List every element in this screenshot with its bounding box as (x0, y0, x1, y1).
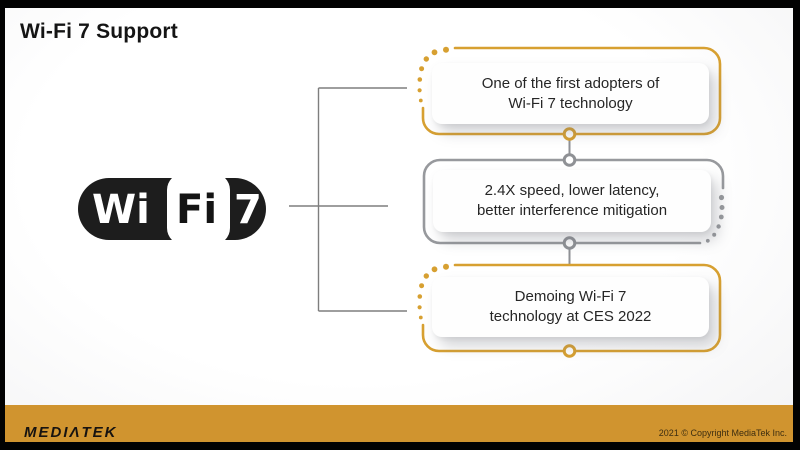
mediatek-logo: MEDIΛTEK (24, 424, 118, 441)
wifi-logo-bubble (167, 173, 230, 245)
callout-3-text-line-2: technology at CES 2022 (489, 308, 652, 325)
copyright-text: 2021 © Copyright MediaTek Inc. (658, 428, 787, 438)
wifi-logo-wi-text: Wi (92, 187, 150, 233)
callout-3-text-line-1: Demoing Wi-Fi 7 (514, 288, 627, 305)
callout-1-text-line-1: One of the first adopters of (481, 74, 660, 92)
frame-top-bar (0, 0, 800, 8)
callout-card-first-adopter: One of the first adopters of Wi-Fi 7 tec… (432, 63, 709, 124)
page-title: Wi-Fi 7 Support (20, 20, 178, 43)
wifi7-logo: Wi Fi 7 (78, 173, 266, 245)
frame-bottom-bar (0, 442, 800, 450)
callout-1-text-line-2: Wi-Fi 7 technology (508, 94, 633, 112)
wifi-logo-7-text: 7 (234, 187, 262, 233)
footer-bar: MEDIΛTEK 2021 © Copyright MediaTek Inc. (5, 405, 793, 442)
frame-right-bar (793, 0, 800, 450)
callout-2-text-line-1: 2.4X speed, lower latency, (484, 182, 660, 199)
callout-2-text-line-2: better interference mitigation (476, 202, 668, 219)
wifi-logo-fi-text: Fi (176, 187, 217, 233)
callout-card-ces-demo: Demoing Wi-Fi 7 technology at CES 2022 (432, 277, 709, 337)
frame-left-bar (0, 0, 5, 450)
callout-card-speed-latency: 2.4X speed, lower latency, better interf… (433, 170, 711, 232)
